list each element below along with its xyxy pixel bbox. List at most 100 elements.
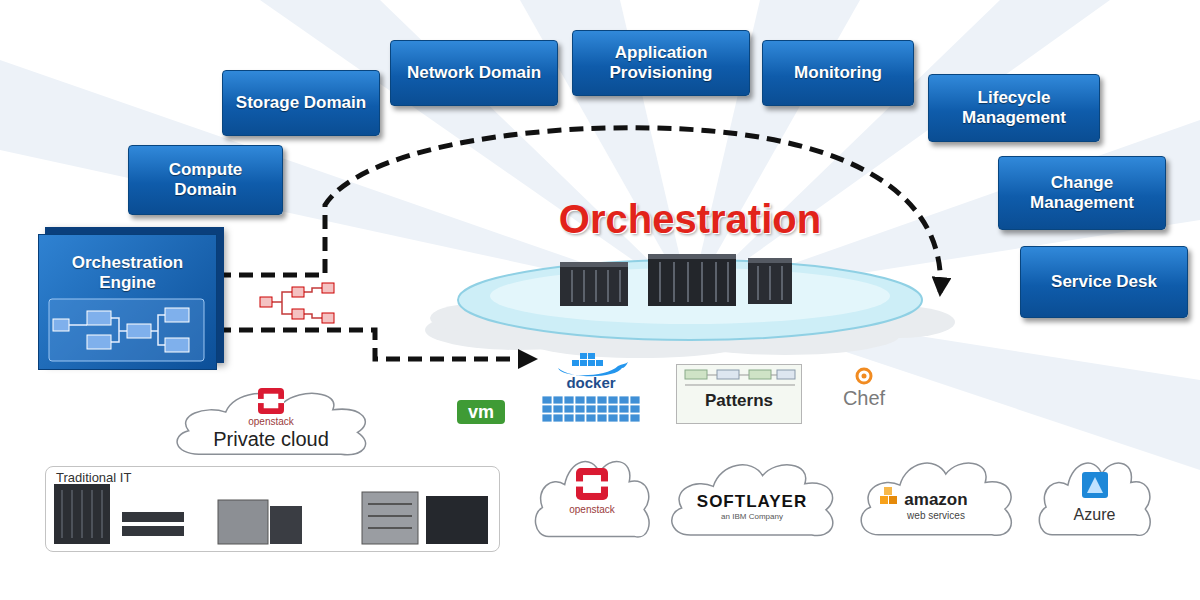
docker-logo — [575, 414, 585, 422]
docker-logo — [608, 405, 618, 413]
chef-logo — [862, 374, 867, 379]
node-label: Azure — [1074, 506, 1116, 524]
server-racks — [758, 266, 782, 300]
cloud-provider — [535, 462, 649, 537]
docker-logo — [575, 396, 585, 404]
cloud-provider: amazonweb services — [852, 450, 1020, 546]
cloud-provider — [861, 463, 1011, 535]
patterns-logo — [749, 370, 771, 379]
node-label: Orchestration Engine — [47, 253, 208, 292]
light-rays — [0, 60, 690, 300]
docker-logo — [588, 353, 595, 359]
traditional-servers — [54, 484, 110, 544]
docker-logo — [597, 414, 607, 422]
cloud-provider — [1087, 477, 1103, 493]
docker-logo — [564, 414, 574, 422]
cloud-provider — [1032, 450, 1157, 546]
docker-logo — [564, 405, 574, 413]
workflow-tree-icon — [260, 283, 334, 323]
cloud-provider — [576, 481, 608, 486]
node-label: amazon — [904, 490, 967, 510]
docker-logo — [630, 414, 640, 422]
docker-logo — [553, 396, 563, 404]
orchestration-platform: Orchestration — [440, 190, 940, 340]
workflow-tree-icon — [292, 287, 304, 297]
workflow-tree-icon — [260, 297, 272, 307]
node-label: Change Management — [1009, 173, 1155, 212]
node-label: Lifecycle Management — [939, 88, 1089, 127]
server-racks — [648, 254, 736, 306]
engine-block — [87, 311, 111, 325]
docker-logo — [596, 360, 603, 366]
traditional-servers — [368, 504, 412, 528]
docker-logo — [597, 405, 607, 413]
cloud-provider — [1039, 463, 1150, 535]
node-label: Orchestration — [559, 196, 821, 242]
domain-box: Compute Domain — [128, 145, 283, 215]
cloud-provider: Azure — [1032, 450, 1157, 546]
engine-block — [87, 335, 111, 349]
node-label: Service Desk — [1051, 272, 1157, 292]
node-label: docker — [566, 374, 615, 391]
node-label: SOFTLAYER — [697, 492, 807, 512]
patterns-logo — [777, 370, 795, 379]
docker-logo — [553, 414, 563, 422]
vm-logo: vm — [457, 400, 505, 424]
docker-logo — [630, 405, 640, 413]
light-rays — [0, 0, 1200, 470]
traditional-servers — [122, 512, 184, 522]
docker-logo — [586, 405, 596, 413]
node-label: Patterns — [705, 391, 773, 411]
cloud-provider: openstack — [528, 448, 656, 548]
chef-logo — [857, 369, 871, 383]
server-racks — [560, 254, 792, 306]
function-box: Application Provisioning — [572, 30, 750, 96]
docker-logo — [588, 360, 595, 366]
traditional-servers — [270, 506, 302, 544]
workflow-tree-icon — [292, 309, 304, 319]
server-racks — [660, 262, 728, 302]
node-label: Compute Domain — [139, 160, 272, 199]
server-racks — [748, 258, 792, 304]
node-label: Application Provisioning — [583, 43, 739, 82]
cloud-provider — [528, 448, 656, 548]
traditional-servers — [54, 484, 488, 544]
private-cloud — [258, 388, 284, 414]
workflow-tree-icon — [272, 288, 322, 318]
patterns-logo: Patterns — [676, 364, 802, 424]
traditional-servers — [122, 526, 184, 536]
server-racks — [648, 254, 736, 259]
cloud-provider — [884, 487, 892, 495]
traditional-servers — [218, 500, 268, 544]
server-racks — [560, 262, 628, 267]
docker-logo — [542, 414, 552, 422]
function-box: Monitoring — [762, 40, 914, 106]
docker-logo — [619, 414, 629, 422]
node-label: vm — [468, 403, 494, 421]
docker-logo — [542, 396, 552, 404]
private-cloud: openstackPrivate cloud — [166, 382, 376, 464]
docker-logo — [580, 353, 587, 359]
patterns-logo — [685, 375, 795, 385]
docker-logo — [580, 360, 587, 366]
docker-logo — [575, 405, 585, 413]
node-label: Private cloud — [213, 428, 329, 451]
function-box: Change Management — [998, 156, 1166, 230]
engine-block — [165, 308, 189, 322]
docker-logo — [586, 396, 596, 404]
docker-logo — [630, 396, 640, 404]
node-label: web services — [907, 510, 965, 522]
patterns-logo — [717, 370, 739, 379]
docker-logo — [619, 396, 629, 404]
cloud-provider — [1082, 472, 1108, 498]
cloud-provider: SOFTLAYERan IBM Company — [662, 452, 842, 546]
node-label: Storage Domain — [236, 93, 366, 113]
docker-logo — [572, 360, 579, 366]
engine-block — [53, 319, 69, 331]
engine-block — [49, 299, 204, 361]
docker-logo — [586, 414, 596, 422]
engine-block — [165, 338, 189, 352]
dashed-flow-arrow — [217, 330, 536, 359]
node-label: openstack — [248, 416, 294, 428]
